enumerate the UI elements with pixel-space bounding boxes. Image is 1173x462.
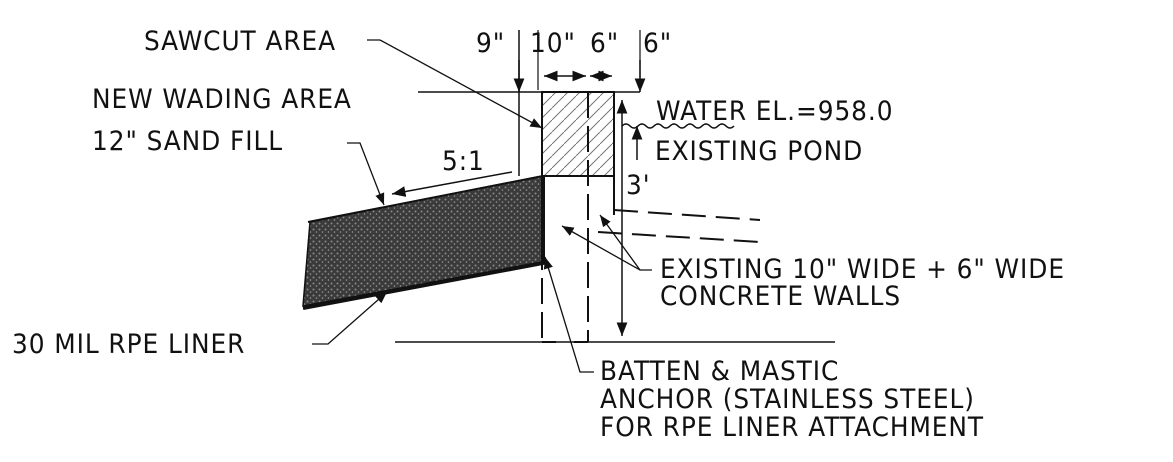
depth-3ft-label: 3' (626, 170, 651, 201)
new-wading-area-label: NEW WADING AREA (92, 84, 352, 115)
water-surface (621, 123, 735, 129)
sand-fill-leader (347, 142, 385, 206)
existing-pond-label: EXISTING POND (655, 136, 864, 167)
batten-label-line1: BATTEN & MASTIC (600, 356, 840, 387)
walls-leader-2 (599, 214, 641, 271)
pond-bottom-2 (597, 231, 761, 243)
batten-leader (543, 256, 594, 373)
sawcut-area-label: SAWCUT AREA (144, 26, 337, 57)
sawcut-block (541, 91, 615, 177)
dim-9-label: 9" (476, 28, 506, 59)
batten-label-line3: FOR RPE LINER ATTACHMENT (600, 412, 985, 443)
dim-6a-label: 6" (590, 28, 620, 59)
liner-leader (312, 291, 388, 345)
dim-6b-label: 6" (643, 28, 673, 59)
liner-label: 30 MIL RPE LINER (12, 329, 246, 360)
sawcut-leader (367, 39, 543, 129)
slope-label: 5:1 (442, 146, 485, 177)
slope-arrow (391, 171, 513, 197)
water-elevation-label: WATER EL.=958.0 (656, 96, 894, 127)
sand-top-line (307, 175, 544, 223)
pond-bottom-1 (613, 209, 761, 221)
walls-label-line1: EXISTING 10" WIDE + 6" WIDE (660, 254, 1065, 285)
batten-label-line2: ANCHOR (STAINLESS STEEL) (600, 384, 975, 415)
dim-10-label: 10" (530, 28, 576, 59)
sand-fill-label: 12" SAND FILL (92, 126, 284, 157)
walls-label-line2: CONCRETE WALLS (660, 281, 902, 312)
